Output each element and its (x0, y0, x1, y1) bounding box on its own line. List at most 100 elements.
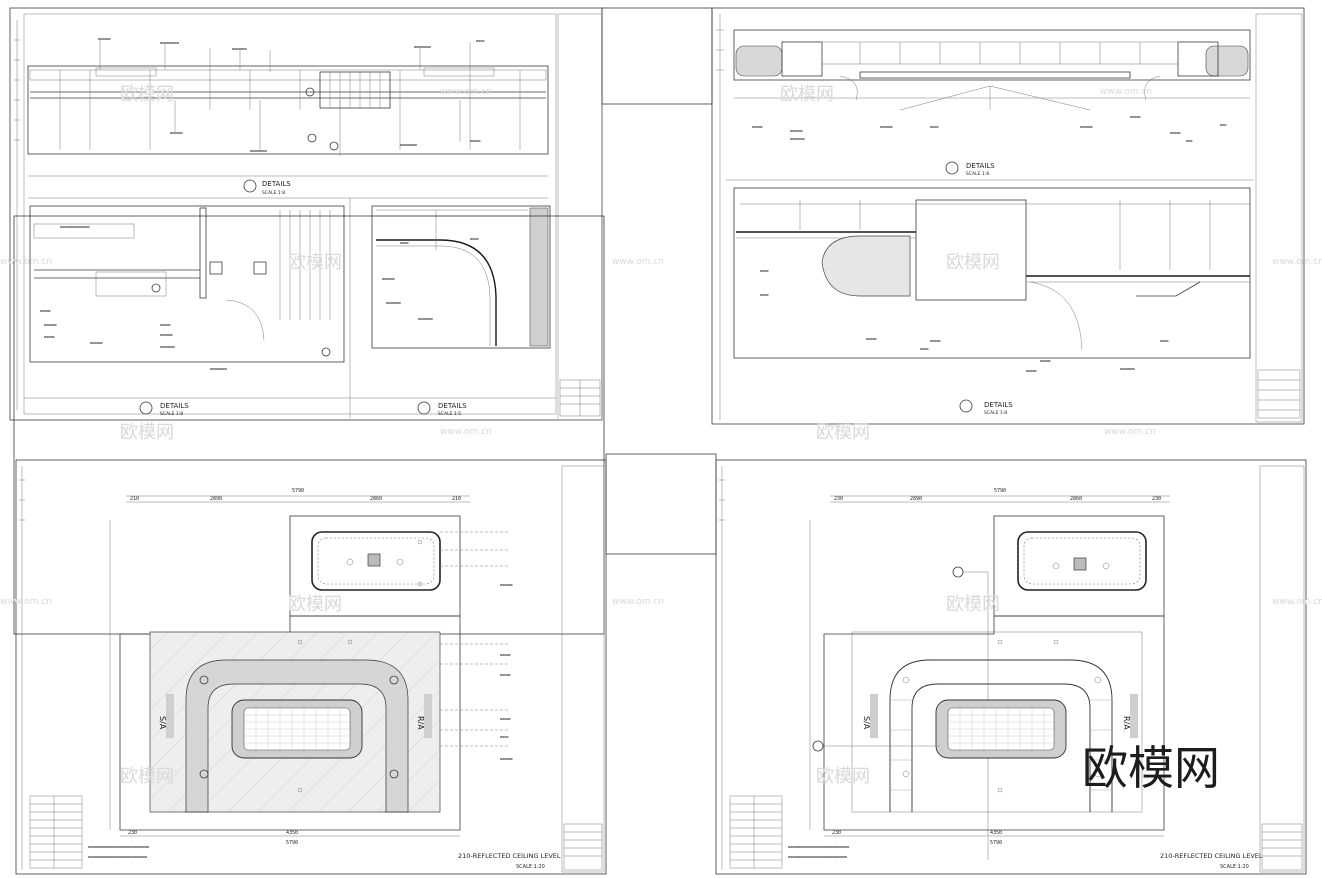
svg-text:▬▬▬▬: ▬▬▬▬ (930, 125, 939, 129)
watermark-brand: 欧模网 (120, 84, 174, 105)
tr-detail-1-title: DETAILS (966, 162, 995, 170)
bl-plan-scale: SCALE 1:20 (516, 864, 545, 870)
svg-text:▬▬▬▬: ▬▬▬▬ (470, 237, 479, 241)
svg-text:▬▬▬▬▬▬: ▬▬▬▬▬▬ (500, 757, 514, 761)
svg-text:▬▬▬▬▬: ▬▬▬▬▬ (40, 309, 51, 313)
tr-detail-2-title: DETAILS (984, 401, 1013, 409)
bl-label-sa: S/A (158, 716, 167, 730)
svg-text:▬▬▬▬▬▬▬▬▬▬▬▬▬▬▬▬▬▬▬▬▬▬▬▬▬▬▬▬▬: ▬▬▬▬▬▬▬▬▬▬▬▬▬▬▬▬▬▬▬▬▬▬▬▬▬▬▬▬▬ (88, 845, 150, 849)
watermark-site: www.om.cn (440, 427, 492, 437)
svg-text:▬▬▬▬▬: ▬▬▬▬▬ (752, 125, 763, 129)
svg-text:▬▬▬▬▬▬▬: ▬▬▬▬▬▬▬ (1120, 367, 1136, 371)
svg-text:▬▬▬▬: ▬▬▬▬ (400, 241, 409, 245)
svg-text:▬▬▬▬▬▬▬: ▬▬▬▬▬▬▬ (386, 301, 402, 305)
bl-dim-1: 210 (130, 496, 139, 502)
detail-3-scale: SCALE 1:5 (438, 411, 461, 417)
watermark-site: www.om.cn (1272, 257, 1322, 267)
tr-detail-1-scale: SCALE 1:8 (966, 171, 989, 177)
watermark-brand: 欧模网 (946, 594, 1000, 615)
svg-text:▬▬▬▬: ▬▬▬▬ (476, 39, 485, 43)
svg-text:▬▬▬▬: ▬▬▬▬ (1160, 339, 1169, 343)
svg-text:▬▬▬▬▬▬▬▬: ▬▬▬▬▬▬▬▬ (400, 143, 418, 147)
watermark-brand: 欧模网 (816, 766, 870, 787)
br-dim-3: 2860 (1070, 496, 1082, 502)
svg-text:▬▬▬▬▬: ▬▬▬▬▬ (500, 673, 511, 677)
svg-text:▬▬▬▬▬▬▬: ▬▬▬▬▬▬▬ (418, 317, 434, 321)
sheet-top-left: ▬▬▬▬▬▬▬▬▬▬▬▬▬▬▬ ▬▬▬▬▬▬▬▬▬▬▬▬▬▬▬ ▬▬▬▬ ▬▬▬… (9, 7, 603, 421)
watermark-brand: 欧模网 (288, 252, 342, 273)
svg-text:▬▬▬▬▬▬: ▬▬▬▬▬▬ (790, 129, 804, 133)
svg-text:▬▬▬▬▬▬: ▬▬▬▬▬▬ (1080, 125, 1094, 129)
svg-text:▬▬▬▬▬: ▬▬▬▬▬ (500, 653, 511, 657)
svg-text:▬▬▬▬▬: ▬▬▬▬▬ (500, 717, 511, 721)
svg-text:▬▬▬▬▬▬: ▬▬▬▬▬▬ (98, 37, 112, 41)
watermark-brand: 欧模网 (120, 766, 174, 787)
svg-text:▬▬▬▬▬: ▬▬▬▬▬ (1026, 369, 1037, 373)
svg-text:▬▬▬: ▬▬▬ (1186, 139, 1193, 143)
watermark-site: www.om.cn (612, 257, 664, 267)
watermark-site: www.om.cn (1272, 597, 1322, 607)
svg-text:▬▬▬▬▬▬▬▬▬▬▬▬▬▬: ▬▬▬▬▬▬▬▬▬▬▬▬▬▬ (60, 225, 90, 229)
sheet-top-right: ▬▬▬▬▬▬▬▬▬▬▬ ▬▬▬▬▬▬▬▬▬▬▬▬▬ ▬▬▬▬▬▬▬▬▬▬ ▬▬▬… (711, 7, 1305, 425)
svg-text:▬▬▬▬▬▬▬▬▬▬▬▬▬▬▬▬▬▬▬▬▬▬▬▬▬▬▬▬▬: ▬▬▬▬▬▬▬▬▬▬▬▬▬▬▬▬▬▬▬▬▬▬▬▬▬▬▬▬▬ (788, 845, 850, 849)
brand-logo-text: 欧模网 (1082, 741, 1220, 795)
br-dim-total: 5790 (994, 488, 1006, 494)
detail-1-title: DETAILS (262, 180, 291, 188)
svg-text:▬▬▬▬▬▬: ▬▬▬▬▬▬ (90, 341, 104, 345)
watermark-site: www.om.cn (440, 87, 492, 97)
detail-1-scale: SCALE 1:8 (262, 190, 285, 196)
watermark-site: www.om.cn (0, 597, 52, 607)
tr-detail-2-scale: SCALE 1:8 (984, 410, 1007, 416)
br-dim-b-total: 5790 (990, 840, 1002, 846)
bl-dim-4: 210 (452, 496, 461, 502)
detail-3-title: DETAILS (438, 402, 467, 410)
watermark-site: www.om.cn (0, 257, 52, 267)
svg-text:▬▬▬▬▬▬▬▬: ▬▬▬▬▬▬▬▬ (250, 149, 268, 153)
watermark-brand: 欧模网 (288, 594, 342, 615)
bl-dim-b1: 230 (128, 830, 137, 836)
svg-text:▬▬▬▬: ▬▬▬▬ (920, 347, 929, 351)
svg-text:▬▬▬: ▬▬▬ (1220, 123, 1227, 127)
svg-text:▬▬▬▬▬▬: ▬▬▬▬▬▬ (880, 125, 894, 129)
watermarks: 欧模网 欧模网 欧模网 欧模网 欧模网 欧模网 欧模网 欧模网 欧模网 欧模网 … (0, 84, 1322, 795)
svg-text:▬▬▬▬▬▬▬: ▬▬▬▬▬▬▬ (160, 345, 176, 349)
br-plan-scale: SCALE 1:20 (1220, 864, 1249, 870)
svg-text:▬▬▬▬▬▬▬▬: ▬▬▬▬▬▬▬▬ (210, 367, 228, 371)
watermark-brand: 欧模网 (120, 422, 174, 443)
svg-text:▬▬▬▬▬▬: ▬▬▬▬▬▬ (160, 333, 174, 337)
watermark-site: www.om.cn (1104, 427, 1156, 437)
svg-text:▬▬▬▬: ▬▬▬▬ (760, 269, 769, 273)
svg-text:▬▬▬▬▬▬: ▬▬▬▬▬▬ (382, 277, 396, 281)
svg-text:▬▬▬▬▬▬: ▬▬▬▬▬▬ (170, 131, 184, 135)
detail-2-scale: SCALE 1:8 (160, 411, 183, 417)
svg-text:▬▬▬▬▬▬▬▬▬▬▬▬▬▬▬▬▬▬▬▬▬▬▬▬▬▬▬▬: ▬▬▬▬▬▬▬▬▬▬▬▬▬▬▬▬▬▬▬▬▬▬▬▬▬▬▬▬ (88, 855, 148, 859)
svg-text:▬▬▬▬▬▬▬: ▬▬▬▬▬▬▬ (232, 47, 248, 51)
svg-text:▬▬▬▬▬: ▬▬▬▬▬ (1040, 359, 1051, 363)
watermark-site: www.om.cn (612, 597, 664, 607)
sheet-bottom-left: 210 2890 2860 210 5790 (15, 459, 607, 875)
br-label-ra: R/A (1122, 716, 1131, 730)
br-dim-4: 230 (1152, 496, 1161, 502)
svg-text:▬▬▬▬▬: ▬▬▬▬▬ (1130, 115, 1141, 119)
svg-text:▬▬▬▬: ▬▬▬▬ (500, 735, 509, 739)
watermark-brand: 欧模网 (946, 252, 1000, 273)
svg-text:▬▬▬▬▬: ▬▬▬▬▬ (866, 337, 877, 341)
br-dim-b2: 4350 (990, 830, 1002, 836)
svg-text:▬▬▬▬▬▬: ▬▬▬▬▬▬ (44, 323, 58, 327)
bl-dim-b-total: 5790 (286, 840, 298, 846)
svg-text:▬▬▬▬▬▬: ▬▬▬▬▬▬ (500, 583, 514, 587)
bl-dim-2: 2890 (210, 496, 222, 502)
svg-text:▬▬▬▬: ▬▬▬▬ (760, 293, 769, 297)
br-dim-b1: 230 (832, 830, 841, 836)
br-dim-1: 230 (834, 496, 843, 502)
svg-text:▬▬▬▬▬: ▬▬▬▬▬ (470, 139, 481, 143)
br-label-sa: S/A (862, 716, 871, 730)
svg-text:▬▬▬▬▬▬▬: ▬▬▬▬▬▬▬ (790, 137, 806, 141)
svg-text:▬▬▬▬▬: ▬▬▬▬▬ (930, 339, 941, 343)
bl-label-ra: R/A (416, 716, 425, 730)
watermark-site: www.om.cn (1100, 87, 1152, 97)
watermark-brand: 欧模网 (780, 84, 834, 105)
br-dim-2: 2890 (910, 496, 922, 502)
sheet-bottom-right: 230 2890 2860 230 5790 (715, 459, 1307, 875)
